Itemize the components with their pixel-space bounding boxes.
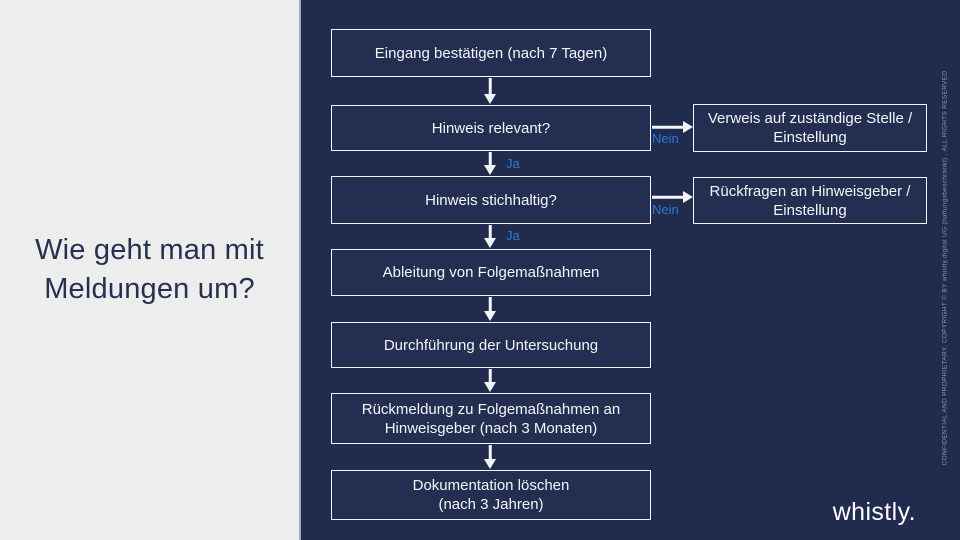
flow-node-durchfuehrung-untersuchung: Durchführung der Untersuchung xyxy=(331,322,651,368)
flow-node-label: Ableitung von Folgemaßnahmen xyxy=(382,264,600,281)
flow-node-verweis-einstellung: Verweis auf zuständige Stelle / Einstell… xyxy=(693,104,927,152)
left-panel: Wie geht man mit Meldungen um? xyxy=(0,0,299,540)
flow-node-label: (nach 3 Jahren) xyxy=(438,496,544,513)
flow-node-label: Hinweisgeber (nach 3 Monaten) xyxy=(384,419,598,437)
copyright-notice: CONFIDENTIAL AND PROPRIETARY. COPYRIGHT … xyxy=(941,70,949,466)
flow-node-dokumentation-loeschen: Dokumentation löschen (nach 3 Jahren) xyxy=(331,470,651,520)
arrow-down-icon xyxy=(483,297,497,321)
page-title: Wie geht man mit Meldungen um? xyxy=(35,234,264,305)
flow-node-hinweis-stichhaltig: Hinweis stichhaltig? xyxy=(331,176,651,224)
flow-node-rueckmeldung-folgemassnahmen: Rückmeldung zu Folgemaßnahmen an Hinweis… xyxy=(331,393,651,444)
flow-node-label: Einstellung xyxy=(773,129,847,146)
edge-label-nein: Nein xyxy=(652,131,679,146)
edge-label-ja: Ja xyxy=(506,228,520,243)
flow-node-hinweis-relevant: Hinweis relevant? xyxy=(331,105,651,151)
arrow-down-icon xyxy=(483,152,497,175)
brand-logo: whistly. xyxy=(832,498,916,526)
flow-node-label: Rückfragen an Hinweisgeber / xyxy=(709,182,911,200)
flow-node-label: Hinweis stichhaltig? xyxy=(425,191,557,209)
arrow-down-icon xyxy=(483,78,497,104)
flow-node-label: Durchführung der Untersuchung xyxy=(383,336,599,354)
flow-node-label: Dokumentation löschen xyxy=(412,477,570,494)
flow-node-label: Eingang bestätigen (nach 7 Tagen) xyxy=(374,44,608,62)
arrow-down-icon xyxy=(483,369,497,392)
edge-label-nein: Nein xyxy=(652,202,679,217)
flow-node-label: Verweis auf zuständige Stelle / xyxy=(707,110,913,127)
flow-node-label: Hinweis relevant? xyxy=(431,119,551,137)
panel-divider xyxy=(299,0,301,540)
flow-node-eingang-bestaetigen: Eingang bestätigen (nach 7 Tagen) xyxy=(331,29,651,77)
flow-node-ableitung-folgemassnahmen: Ableitung von Folgemaßnahmen xyxy=(331,249,651,296)
arrow-down-icon xyxy=(483,445,497,469)
edge-label-ja: Ja xyxy=(506,156,520,171)
flow-node-label: Einstellung xyxy=(773,201,847,219)
arrow-down-icon xyxy=(483,225,497,248)
flow-node-rueckfragen-einstellung: Rückfragen an Hinweisgeber / Einstellung xyxy=(693,177,927,224)
flow-node-label: Rückmeldung zu Folgemaßnahmen an xyxy=(361,400,621,418)
